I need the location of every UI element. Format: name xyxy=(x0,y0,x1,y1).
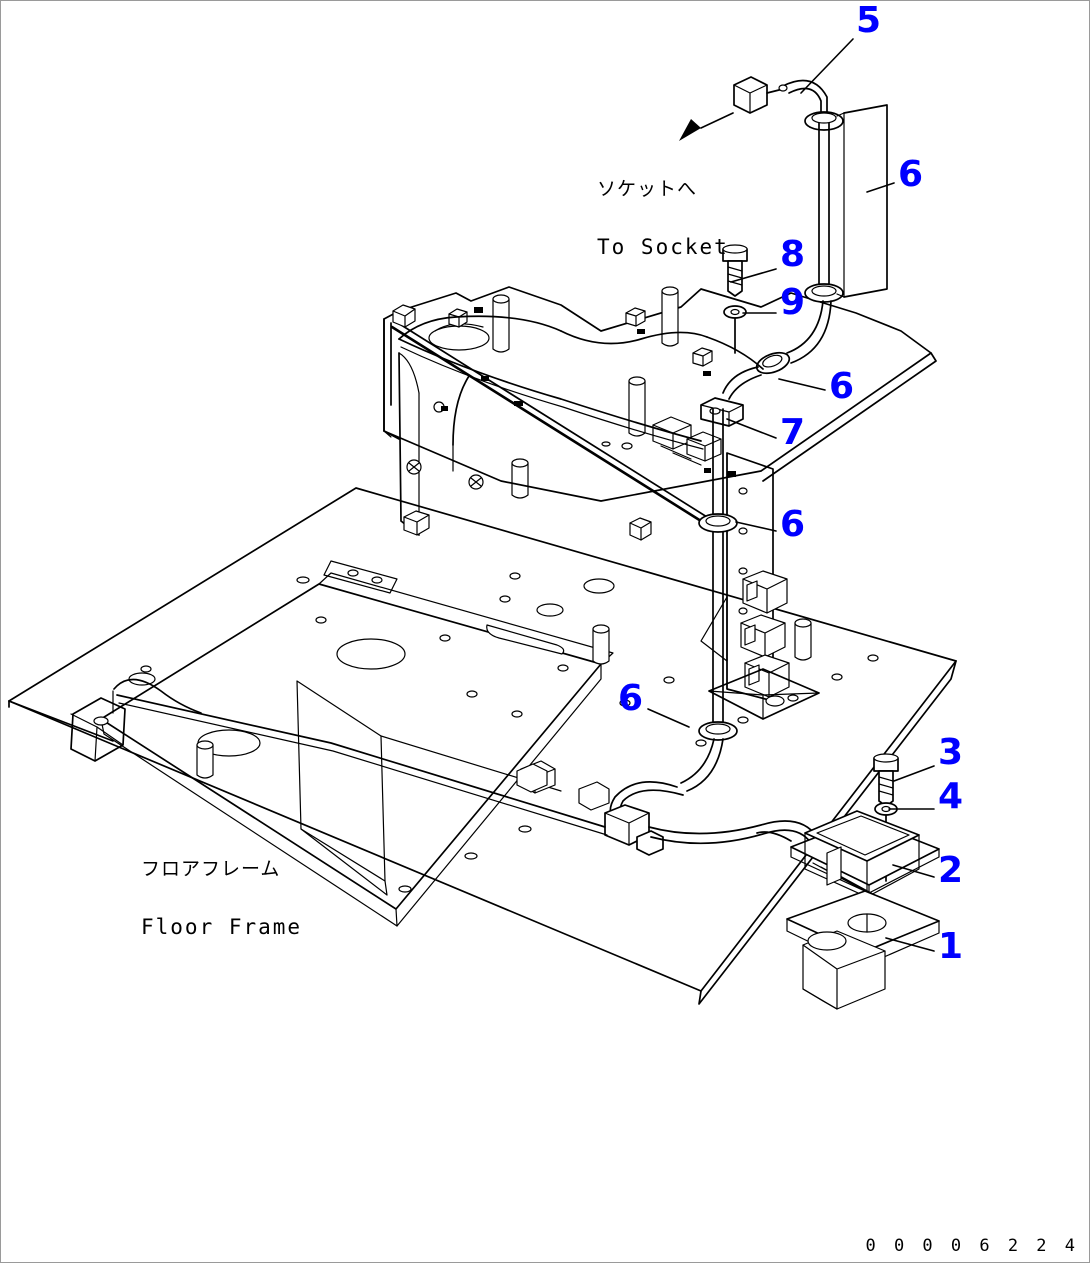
callout-6-top[interactable]: 6 xyxy=(898,154,924,195)
floor-frame-label-jp: フロアフレーム xyxy=(141,857,281,880)
bolt-8 xyxy=(722,244,748,297)
washer-9 xyxy=(723,305,747,354)
callout-9[interactable]: 9 xyxy=(780,282,806,323)
callout-7[interactable]: 7 xyxy=(780,412,806,453)
callout-5[interactable]: 5 xyxy=(856,0,882,41)
callout-1[interactable]: 1 xyxy=(938,926,964,967)
floor-frame-label-en: Floor Frame xyxy=(141,914,303,939)
floor-frame-label: フロアフレーム Floor Frame xyxy=(141,823,302,975)
callout-2[interactable]: 2 xyxy=(938,850,964,891)
wiring-harness xyxy=(116,76,888,856)
to-socket-arrow xyxy=(679,112,734,141)
callout-6-middle[interactable]: 6 xyxy=(780,504,806,545)
to-socket-label-en: To Socket xyxy=(597,234,729,259)
drawing-number: 0 0 0 0 6 2 2 4 xyxy=(865,1236,1079,1256)
to-socket-label-jp: ソケットへ xyxy=(597,177,698,200)
callout-6-upper[interactable]: 6 xyxy=(829,366,855,407)
callout-4[interactable]: 4 xyxy=(938,776,964,817)
callout-8[interactable]: 8 xyxy=(780,234,806,275)
upper-frame-panel xyxy=(383,286,937,720)
relay-assembly-2 xyxy=(756,810,940,898)
callout-6-lower[interactable]: 6 xyxy=(618,678,644,719)
to-socket-label: ソケットへ To Socket xyxy=(597,143,729,295)
base-bracket-1 xyxy=(786,890,940,1010)
callout-leader-lines xyxy=(647,38,935,952)
bolt-3 xyxy=(873,753,899,807)
callout-3[interactable]: 3 xyxy=(938,732,964,773)
